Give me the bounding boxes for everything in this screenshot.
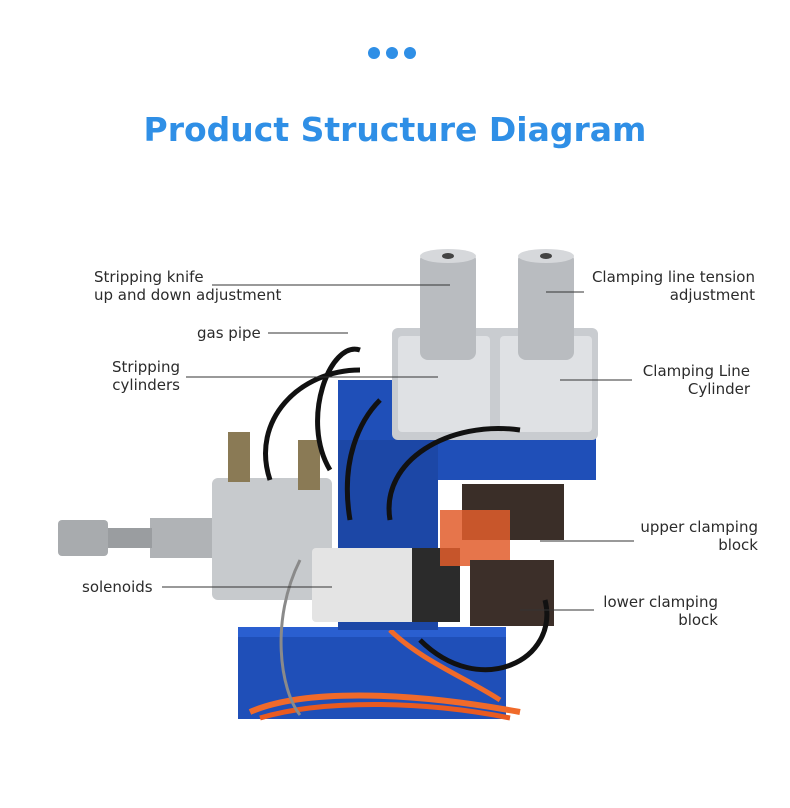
knife-adjust-knob <box>420 252 476 360</box>
horizontal-cylinder <box>212 478 332 600</box>
label-upper-clamping-block: upper clamping block <box>636 518 758 554</box>
fitting-2 <box>298 440 320 490</box>
clamping-cylinder-body <box>500 336 592 432</box>
dot-2 <box>386 47 398 59</box>
grey-cable <box>279 559 302 716</box>
lower-clamping-block <box>470 560 554 626</box>
hose-2 <box>263 367 361 481</box>
label-clamping-cyl-line2: Cylinder <box>687 380 750 398</box>
label-lower-block-line1: lower clamping <box>603 593 718 611</box>
page-title: Product Structure Diagram <box>143 110 647 149</box>
label-stripping-cylinders: Stripping cylinders <box>100 358 180 394</box>
fitting-1 <box>228 432 250 482</box>
label-gas-pipe: gas pipe <box>197 324 261 342</box>
machine-base-top <box>238 627 506 637</box>
label-clamping-tension-line1: Clamping line tension <box>591 268 755 286</box>
label-clamping-cylinder: Clamping Line Cylinder <box>636 362 750 398</box>
orange-hose-1 <box>248 692 521 715</box>
solenoid-connector <box>440 510 510 566</box>
knob-hole-1 <box>442 253 454 259</box>
label-stripping-cyl-line1: Stripping <box>112 358 180 376</box>
label-stripping-knife: Stripping knife up and down adjustment <box>94 268 281 304</box>
knob-hole-2 <box>540 253 552 259</box>
label-stripping-cyl-line2: cylinders <box>112 376 180 394</box>
label-clamping-tension-line2: adjustment <box>669 286 755 304</box>
label-upper-block-line2: block <box>718 536 758 554</box>
decorative-dots <box>368 47 416 59</box>
label-lower-clamping-block: lower clamping block <box>596 593 718 629</box>
hose-3 <box>344 398 382 521</box>
label-upper-block-line1: upper clamping <box>640 518 758 536</box>
orange-hose-3 <box>388 628 502 703</box>
cylinder-rod <box>150 518 212 558</box>
label-solenoids: solenoids <box>82 578 153 596</box>
label-gas-pipe-text: gas pipe <box>197 324 261 342</box>
label-solenoids-text: solenoids <box>82 578 153 596</box>
gas-pipe-hose <box>315 346 361 472</box>
dot-3 <box>404 47 416 59</box>
label-stripping-knife-line2: up and down adjustment <box>94 286 282 304</box>
rod-end <box>58 520 108 556</box>
rod-nut <box>108 528 152 548</box>
label-lower-block-line2: block <box>678 611 718 629</box>
label-clamping-cyl-line1: Clamping Line <box>642 362 750 380</box>
orange-hose-2 <box>259 702 511 721</box>
label-stripping-knife-line1: Stripping knife <box>94 268 204 286</box>
hose-4 <box>386 426 521 521</box>
dot-1 <box>368 47 380 59</box>
leader-lines <box>162 284 634 611</box>
label-clamping-tension: Clamping line tension adjustment <box>585 268 755 304</box>
hose-5 <box>418 599 550 673</box>
tension-adjust-knob <box>518 252 574 360</box>
